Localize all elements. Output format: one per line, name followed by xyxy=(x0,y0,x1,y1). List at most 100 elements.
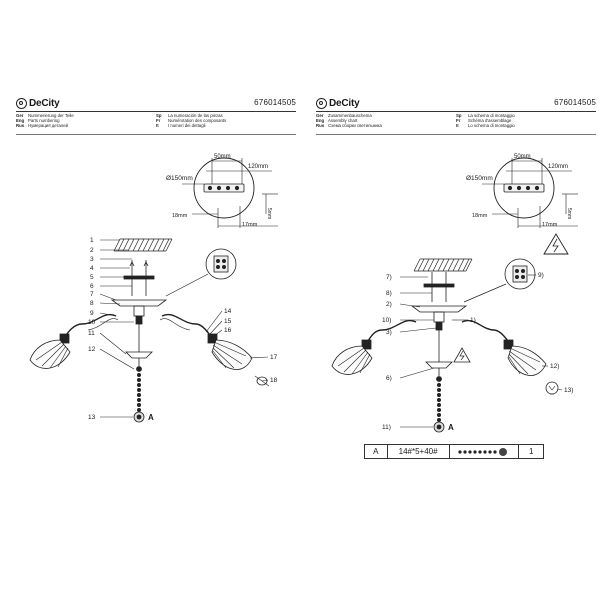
callout-number: 6) xyxy=(386,375,392,382)
callout-number: 15 xyxy=(224,318,232,325)
logo-mark-icon xyxy=(316,97,327,109)
left-glass-shade xyxy=(29,333,71,369)
language-code: Fr xyxy=(456,118,461,124)
callout-number: 12) xyxy=(550,363,559,370)
dimension-17mm: 17mm xyxy=(242,222,258,228)
socket-zoom-detail xyxy=(165,248,237,297)
callout-number: 4 xyxy=(90,265,94,272)
chandelier-arms xyxy=(365,319,511,345)
callout-number: 2 xyxy=(90,247,94,254)
pendant-chain xyxy=(125,351,153,423)
language-text: Parts numbering xyxy=(28,118,60,124)
product-code: 676014505 xyxy=(254,98,296,107)
chain-drawing xyxy=(450,445,520,458)
language-text: I numeri dei dettagli xyxy=(168,123,206,129)
dimension-5mm: 5mm xyxy=(566,208,572,219)
language-text: Схема сборки светильника xyxy=(328,123,382,129)
callout-number: 3) xyxy=(386,329,392,336)
language-code: It xyxy=(456,123,459,129)
dimension-18mm: 18mm xyxy=(172,213,188,219)
language-text: Нумерация деталей xyxy=(28,123,69,129)
callout-number: 10) xyxy=(382,317,391,324)
high-voltage-warning-icon xyxy=(543,233,569,255)
language-text: Schéma d'assemblage xyxy=(468,118,512,124)
right-glass-shade xyxy=(207,333,270,387)
header-divider xyxy=(16,111,296,112)
assembly-chart-panel: DeCity 676014505 Ger Zusammenbauschema Sp… xyxy=(316,96,596,459)
language-code: It xyxy=(156,123,159,129)
mounting-assembly xyxy=(110,260,168,352)
parts-diagram: 50mm 120mm Ø150mm 18mm 5mm 17mm xyxy=(29,154,278,423)
callout-number: 18 xyxy=(270,377,278,384)
language-text: La schema di montaggio xyxy=(468,113,515,118)
dimension-diameter: Ø150mm xyxy=(466,175,493,182)
callout-number: 2) xyxy=(386,301,392,308)
language-code: Eng xyxy=(316,118,325,124)
high-voltage-warning-icon xyxy=(453,347,471,363)
left-glass-shade xyxy=(331,339,373,375)
right-glass-shade xyxy=(503,339,559,395)
assembly-diagram: 50mm 120mm Ø150mm 18mm 5mm 17mm xyxy=(331,154,578,433)
callout-number: 13) xyxy=(564,387,573,394)
language-text: Lo schema di montaggio xyxy=(468,123,515,129)
header-divider xyxy=(316,111,596,112)
language-code: Sp xyxy=(456,113,462,118)
callout-leaders xyxy=(399,274,563,428)
dimension-120mm: 120mm xyxy=(548,164,568,170)
brand-logo: DeCity xyxy=(316,96,360,110)
callout-number: 7) xyxy=(386,274,392,281)
mounting-assembly xyxy=(410,272,468,362)
chandelier-arms xyxy=(63,313,213,339)
dimension-5mm: 5mm xyxy=(266,208,272,219)
bracket-dimension-detail xyxy=(482,157,578,228)
brand-name: DeCity xyxy=(29,97,60,109)
kit-spec: 14#*5+40# xyxy=(388,445,450,458)
ceiling-hatch xyxy=(113,238,173,252)
bead-chain-icon xyxy=(458,447,507,456)
header-divider-thin xyxy=(316,134,596,135)
language-code: Eng xyxy=(16,118,25,124)
language-code: Rus xyxy=(16,123,25,129)
callout-number: 3 xyxy=(90,256,94,263)
language-code: Ger xyxy=(16,113,24,118)
callout-number: 11) xyxy=(382,424,391,431)
ceiling-hatch xyxy=(413,258,473,272)
callout-number: 1) xyxy=(470,317,476,324)
brand-name: DeCity xyxy=(329,97,360,109)
callout-number: 17 xyxy=(270,354,278,361)
logo-mark-icon xyxy=(16,97,27,109)
language-code: Ger xyxy=(316,113,324,118)
bracket-dimension-detail xyxy=(182,157,278,228)
product-code: 676014505 xyxy=(554,98,596,107)
kit-letter: A xyxy=(365,445,388,458)
language-text: Numérotation des composants xyxy=(168,118,227,124)
header-divider-thin xyxy=(16,134,296,135)
callout-number: 6 xyxy=(90,283,94,290)
language-text: La numeración de las piezas xyxy=(168,113,223,118)
callout-number: 7 xyxy=(90,291,94,298)
chain-kit-table: A 14#*5+40# 1 xyxy=(364,444,544,459)
dimension-50mm: 50mm xyxy=(214,154,231,160)
callout-number: 5 xyxy=(90,274,94,281)
dimension-18mm: 18mm xyxy=(472,213,488,219)
language-text: Zusammenbauschema xyxy=(328,113,372,118)
brand-logo: DeCity xyxy=(16,96,60,110)
language-code: Rus xyxy=(316,123,325,129)
language-code: Fr xyxy=(156,118,161,124)
language-text: Assembly chart xyxy=(328,118,358,124)
language-row: Ger Zusammenbauschema Sp La schema di mont… xyxy=(316,113,596,118)
pendant-label: A xyxy=(448,423,454,432)
dimension-120mm: 120mm xyxy=(248,164,268,170)
callout-number: 9 xyxy=(90,310,94,317)
pendant-chain xyxy=(425,361,453,433)
callout-number: 9) xyxy=(538,272,544,279)
pendant-label: A xyxy=(148,413,154,422)
